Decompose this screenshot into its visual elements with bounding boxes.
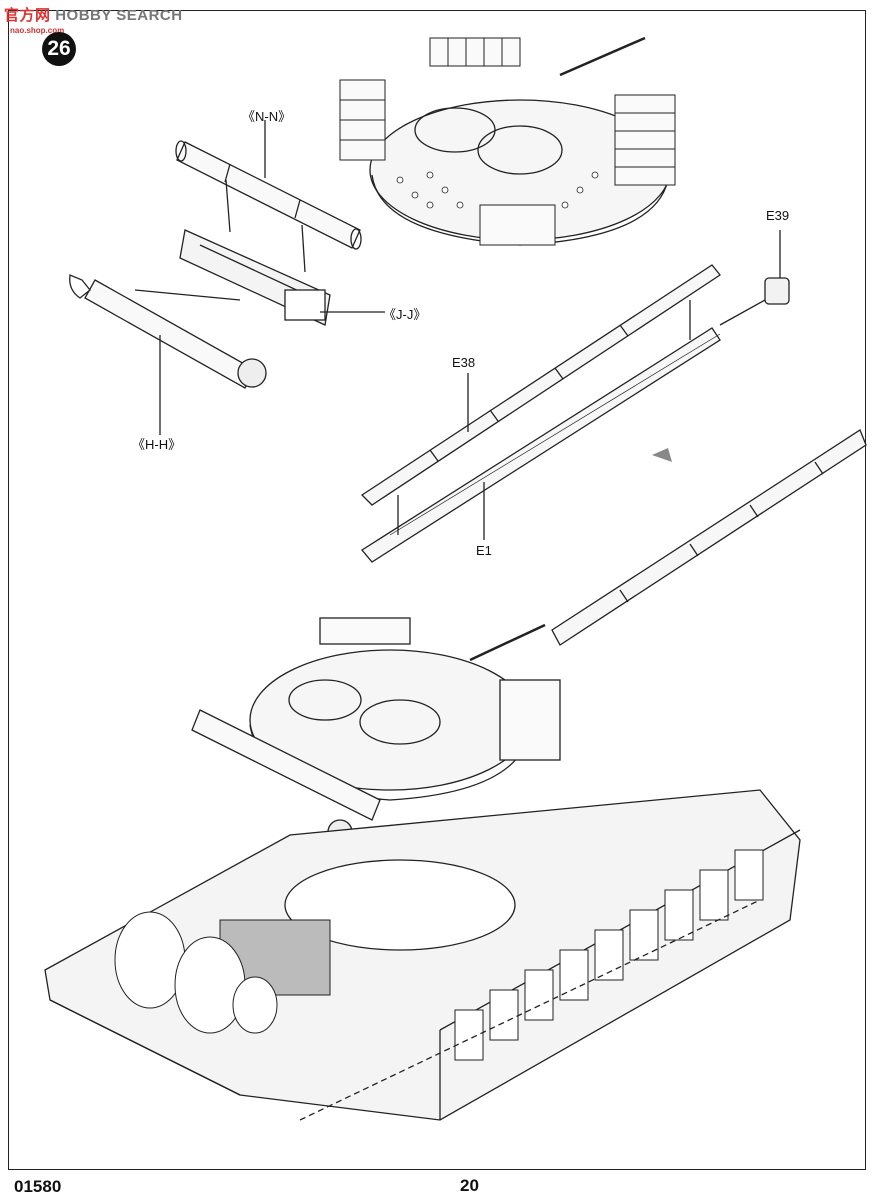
jj-bracket-drawing [179,179,385,326]
callout-e39: E39 [766,208,790,223]
watermark-sub: nao.shop.com [10,26,65,35]
hh-tube-drawing [69,274,267,435]
upper-turret-drawing [339,36,676,246]
kit-number: 01580 [14,1177,62,1196]
callout-e1: E1 [476,543,492,558]
callout-nn: 《N-N》 [242,109,292,124]
step-number-badge: 26 [42,32,76,66]
watermark-logo: 官方网 HOBBY SEARCH [4,7,183,24]
page-number: 20 [460,1176,479,1195]
fitted-barrel-drawing [551,429,867,646]
callout-e38: E38 [452,355,476,370]
callout-hh: 《H-H》 [132,437,182,452]
page-frame [8,10,866,1170]
barrel-e38-drawing [360,264,721,506]
hull-drawing [44,789,801,1121]
barrel-e1-drawing [361,300,721,563]
e39-part-drawing [719,230,790,326]
lower-turret-drawing [191,617,561,845]
direction-marker [652,448,672,462]
callout-jj: 《J-J》 [383,307,427,322]
nn-tube-drawing [175,120,362,250]
